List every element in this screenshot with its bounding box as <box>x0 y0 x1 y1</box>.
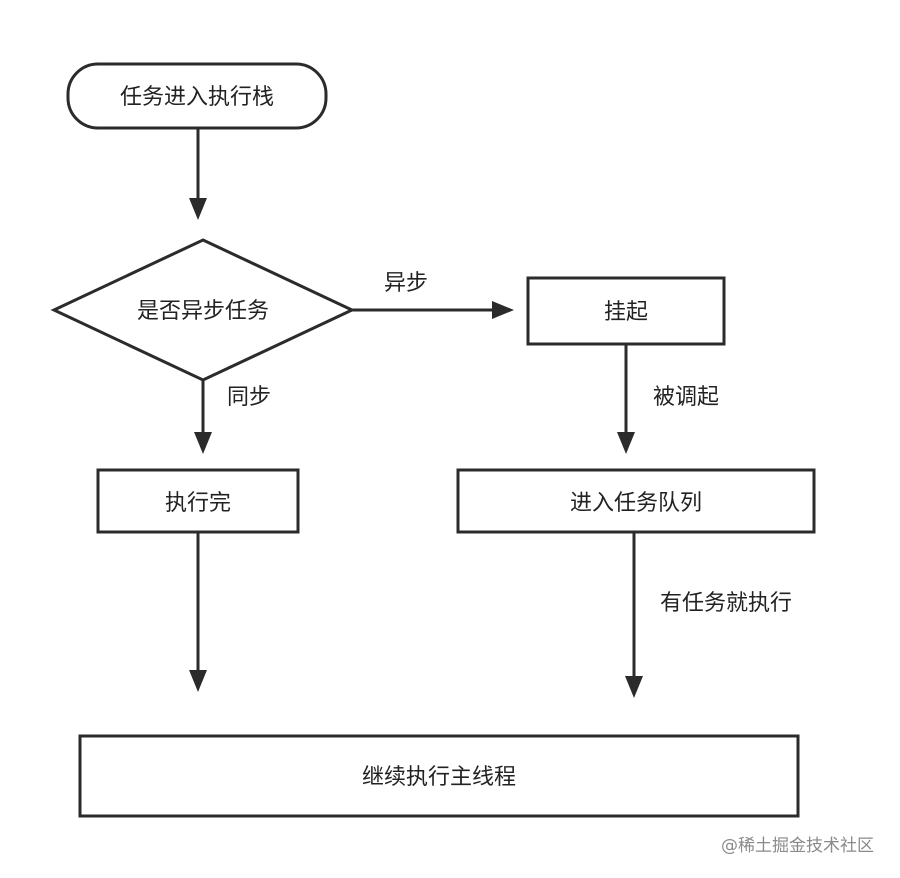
arrowhead-sync <box>194 432 212 454</box>
continue-main-label: 继续执行主线程 <box>362 765 516 790</box>
sync-edge-label: 同步 <box>227 385 271 410</box>
arrowhead-start-to-decision <box>189 198 207 220</box>
arrowhead-invoked <box>617 432 635 454</box>
execute-done-label: 执行完 <box>165 491 231 516</box>
arrowhead-enqueue-to-continue <box>625 676 643 698</box>
invoked-edge-label: 被调起 <box>653 385 719 410</box>
watermark: @稀土掘金技术社区 <box>721 836 874 856</box>
suspend-box <box>526 276 726 346</box>
enqueue-label: 进入任务队列 <box>570 491 702 516</box>
arrowhead-execute-to-continue <box>189 670 207 692</box>
start-terminator-label: 任务进入执行栈 <box>120 85 274 110</box>
continue-main-box <box>78 734 800 818</box>
async-edge-label: 异步 <box>384 271 428 296</box>
arrowhead-async <box>492 301 514 319</box>
decision-label: 是否异步任务 <box>137 299 269 324</box>
run-if-task-edge-label: 有任务就执行 <box>660 591 792 616</box>
enqueue-box <box>456 468 816 534</box>
suspend-label: 挂起 <box>604 300 648 325</box>
